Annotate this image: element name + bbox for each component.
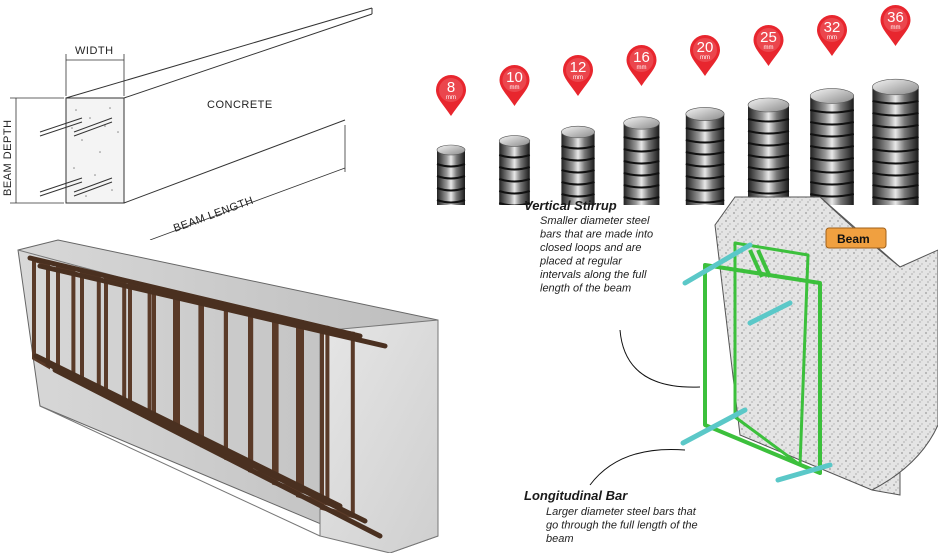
stirrup-diagram: Beam Vertical Stirrup Smaller diameter s… [500, 195, 938, 553]
description-line: Larger diameter steel bars that [546, 506, 697, 518]
rebar-top [809, 88, 855, 104]
rebar-top [436, 144, 466, 156]
rebar-top [623, 116, 660, 130]
bar-leader [589, 448, 686, 486]
size-marker [499, 65, 530, 106]
beam-outline [65, 7, 373, 204]
description-line: placed at regular [539, 256, 623, 268]
size-label: 8 [447, 79, 455, 96]
size-label: 16 [633, 49, 650, 66]
size-label: 36 [887, 9, 904, 26]
width-dimension [65, 54, 125, 96]
rebar-top [747, 97, 790, 113]
beam-dimension-svg: WIDTH BEAM DEPTH CONCRETE BEAM LENGTH [2, 7, 373, 240]
rebar-top [685, 107, 725, 121]
size-unit: mm [637, 65, 647, 71]
concrete-box-end [319, 319, 439, 553]
longitudinal-bars [680, 242, 833, 483]
beam-section [819, 196, 938, 491]
size-marker [626, 45, 657, 86]
stirrup-leader [619, 329, 701, 388]
concrete-label: CONCRETE [207, 99, 273, 111]
rebar-cage-illustration [0, 236, 440, 553]
depth-dimension [10, 97, 64, 204]
size-label: 10 [506, 69, 523, 86]
size-marker [880, 5, 911, 47]
longitudinal-bar-description: Larger diameter steel bars that go throug… [546, 506, 698, 545]
rebar-cage-svg [17, 239, 439, 553]
size-label: 25 [760, 29, 777, 46]
size-marker [817, 15, 847, 56]
stirrup-diagram-svg: Beam Vertical Stirrup Smaller diameter s… [524, 196, 938, 545]
size-unit: mm [827, 35, 837, 41]
description-line: bars that are made into [540, 229, 653, 241]
size-marker [436, 75, 466, 116]
cage-longitudinal-bars [27, 255, 388, 539]
size-marker [563, 55, 593, 96]
size-unit: mm [573, 75, 583, 81]
rebar-body [561, 132, 595, 205]
size-marker [753, 25, 784, 67]
size-unit: mm [891, 25, 901, 31]
rebar-top [561, 125, 595, 139]
description-line: intervals along the full [540, 269, 647, 281]
longitudinal-bar-title: Longitudinal Bar [524, 488, 628, 503]
size-unit: mm [700, 55, 710, 61]
rebar-ends [39, 117, 113, 197]
size-unit: mm [764, 45, 774, 51]
beam-tag-box [825, 227, 887, 249]
size-label: 12 [570, 59, 587, 76]
beam-tag: Beam [837, 232, 870, 246]
size-label: 32 [824, 19, 841, 36]
size-label: 20 [697, 39, 714, 56]
depth-label: BEAM DEPTH [2, 119, 14, 196]
rebar-body [872, 87, 919, 205]
length-dimension [149, 125, 346, 240]
rebar-size-8: 8mm [436, 75, 466, 205]
vertical-stirrup [703, 241, 822, 475]
concrete-speckle [71, 107, 119, 197]
stirrup-title: Vertical Stirrup [524, 198, 617, 213]
rebar-top [872, 78, 919, 96]
size-unit: mm [510, 85, 520, 91]
description-line: go through the full length of the [546, 520, 698, 532]
description-line: beam [546, 533, 574, 545]
description-line: Smaller diameter steel [540, 215, 650, 227]
rebar-body [810, 96, 854, 205]
length-label: BEAM LENGTH [172, 195, 255, 235]
description-line: closed loops and are [540, 242, 642, 254]
rebar-top [498, 135, 531, 147]
beam-dimension-diagram: WIDTH BEAM DEPTH CONCRETE BEAM LENGTH [0, 0, 430, 240]
width-label: WIDTH [75, 45, 114, 57]
stirrup-description: Smaller diameter steel bars that are made… [539, 215, 653, 295]
size-marker [690, 35, 720, 76]
size-unit: mm [446, 95, 456, 101]
description-line: length of the beam [540, 283, 631, 295]
